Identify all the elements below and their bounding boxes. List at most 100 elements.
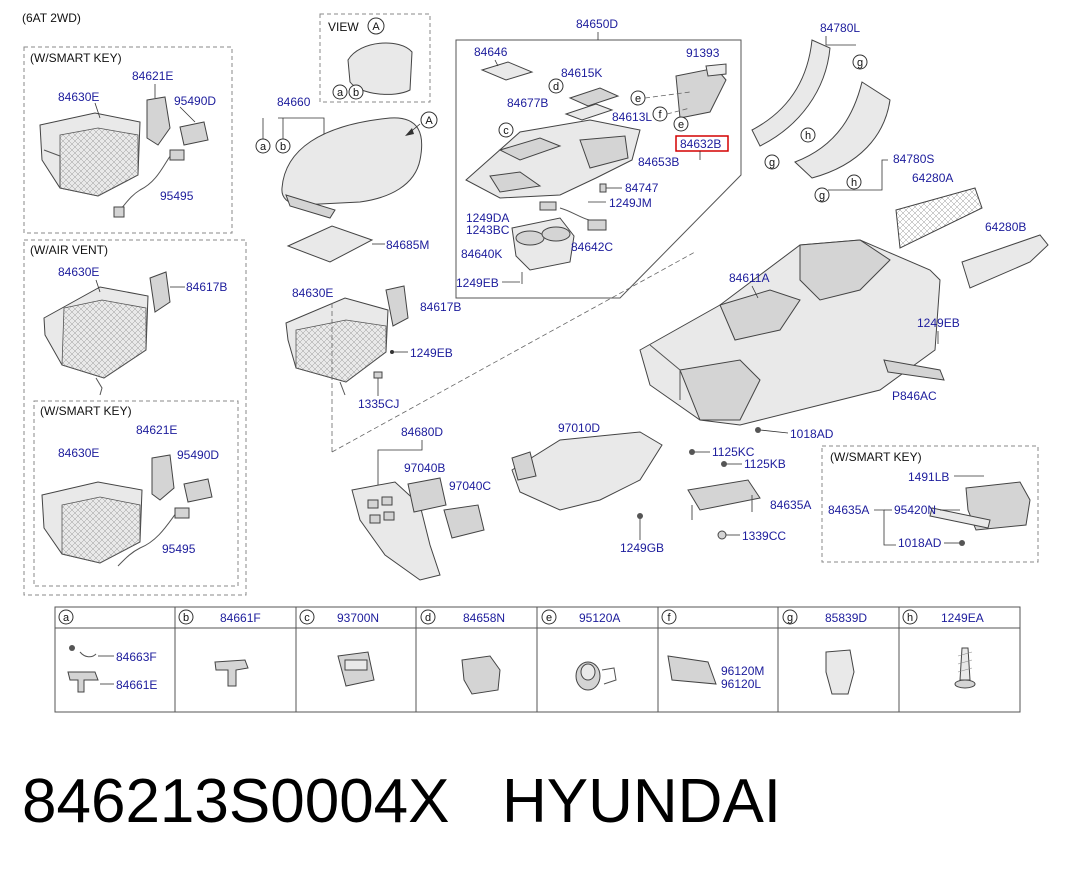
label-84650D: 84650D (576, 17, 618, 31)
switch-panel (675, 67, 727, 119)
svg-text:a: a (63, 612, 70, 624)
label-84653B: 84653B (638, 155, 679, 169)
label-1249GB: 1249GB (620, 541, 664, 555)
legend-f-sub-1: 96120M (721, 664, 764, 678)
label-84617B-2: 84617B (420, 300, 461, 314)
label-64280A: 64280A (912, 171, 953, 185)
label-1339CC: 1339CC (742, 529, 786, 543)
group-smart-key-1 (23, 46, 233, 234)
label-1249EB-2: 1249EB (456, 276, 499, 290)
svg-text:g: g (787, 612, 793, 624)
label-97040C: 97040C (449, 479, 491, 493)
legend-cell-h: h 1249EA (902, 609, 984, 689)
label-1125KC: 1125KC (712, 445, 755, 459)
label-P846AC: P846AC (892, 389, 937, 403)
legend-g-code: 85839D (825, 611, 867, 625)
label-64280B: 64280B (985, 220, 1026, 234)
label-84621E-2: 84621E (136, 423, 177, 437)
svg-text:h: h (851, 177, 857, 189)
svg-text:g: g (769, 157, 775, 169)
svg-text:b: b (280, 141, 286, 153)
legend-cell-e: e 95120A (541, 609, 620, 691)
legend-f-sub-2: 96120L (721, 677, 761, 691)
label-84630E-3: 84630E (58, 446, 99, 460)
box-84650D (455, 39, 742, 299)
label-95490D-2: 95490D (177, 448, 219, 462)
label-97040B: 97040B (404, 461, 445, 475)
view-title: VIEW (328, 20, 359, 34)
legend-cell-g: g 85839D (782, 609, 867, 695)
label-84630E-1: 84630E (58, 90, 99, 104)
label-84677B: 84677B (507, 96, 548, 110)
bracket-P846AC (883, 359, 945, 381)
label-84780S: 84780S (893, 152, 934, 166)
duct-97010D (511, 431, 663, 511)
label-1249JM: 1249JM (609, 196, 652, 210)
label-84780L: 84780L (820, 21, 860, 35)
part-64280B (961, 234, 1049, 289)
console-upper-panel (465, 119, 641, 199)
bracket-84635A (687, 479, 761, 520)
view-a-box (319, 13, 431, 103)
side-trim-right (794, 81, 891, 179)
cup-holder (511, 201, 607, 271)
label-84617B-1: 84617B (186, 280, 227, 294)
legend-c-code: 93700N (337, 611, 379, 625)
svg-text:A: A (425, 115, 433, 127)
part-64280A (895, 187, 983, 249)
storage-bin (285, 285, 409, 396)
variant-label: (6AT 2WD) (22, 11, 81, 25)
legend-b-code: 84661F (220, 611, 261, 625)
floor-console-body (639, 239, 941, 426)
label-1249EB-1: 1249EB (410, 346, 453, 360)
svg-text:b: b (183, 612, 189, 624)
label-84747: 84747 (625, 181, 659, 195)
svg-text:c: c (503, 125, 509, 137)
label-84680D: 84680D (401, 425, 443, 439)
svg-text:e: e (678, 119, 684, 131)
group-smart-key-2 (33, 400, 239, 587)
label-84615K: 84615K (561, 66, 602, 80)
svg-text:g: g (819, 190, 825, 202)
air-vent-left (407, 477, 447, 513)
svg-text:b: b (353, 87, 359, 99)
tray-bin-2 (43, 271, 171, 396)
smart-key-module-1 (113, 96, 209, 218)
brand-name: HYUNDAI (502, 767, 781, 836)
legend-cell-c: c 93700N (299, 609, 379, 687)
label-95420N: 95420N (894, 503, 936, 517)
svg-text:e: e (546, 612, 552, 624)
smart-key-antenna-bracket (929, 481, 1031, 531)
label-84632B: 84632B (680, 137, 721, 151)
legend-a-sub-2: 84661E (116, 678, 157, 692)
label-84630E-4: 84630E (292, 286, 333, 300)
legend-table (54, 606, 1021, 713)
label-84646: 84646 (474, 45, 508, 59)
label-84660: 84660 (277, 95, 311, 109)
tray-bin-3 (41, 454, 213, 567)
callout-a-arrow (420, 111, 438, 129)
label-95490D-1: 95490D (174, 94, 216, 108)
side-trim-left (751, 39, 831, 147)
part-84646 (480, 61, 534, 81)
label-84640K: 84640K (461, 247, 502, 261)
svg-text:f: f (667, 612, 671, 624)
svg-text:c: c (304, 612, 310, 624)
group-smart-key-3-title: (W/SMART KEY) (830, 450, 922, 464)
legend-cell-b: b 84661F (178, 609, 261, 687)
svg-text:h: h (907, 612, 913, 624)
legend-d-code: 84658N (463, 611, 505, 625)
label-84613L: 84613L (612, 110, 652, 124)
svg-text:d: d (553, 81, 559, 93)
label-95495-2: 95495 (162, 542, 196, 556)
legend-e-code: 95120A (579, 611, 620, 625)
label-1249EB-3: 1249EB (917, 316, 960, 330)
label-91393: 91393 (686, 46, 720, 60)
air-vent-right (443, 504, 485, 539)
legend-cell-a: a 84663F 84661E (58, 609, 157, 693)
label-84630E-2: 84630E (58, 265, 99, 279)
label-1018AD-1: 1018AD (790, 427, 834, 441)
svg-text:a: a (260, 141, 267, 153)
armrest-pad (286, 225, 374, 263)
